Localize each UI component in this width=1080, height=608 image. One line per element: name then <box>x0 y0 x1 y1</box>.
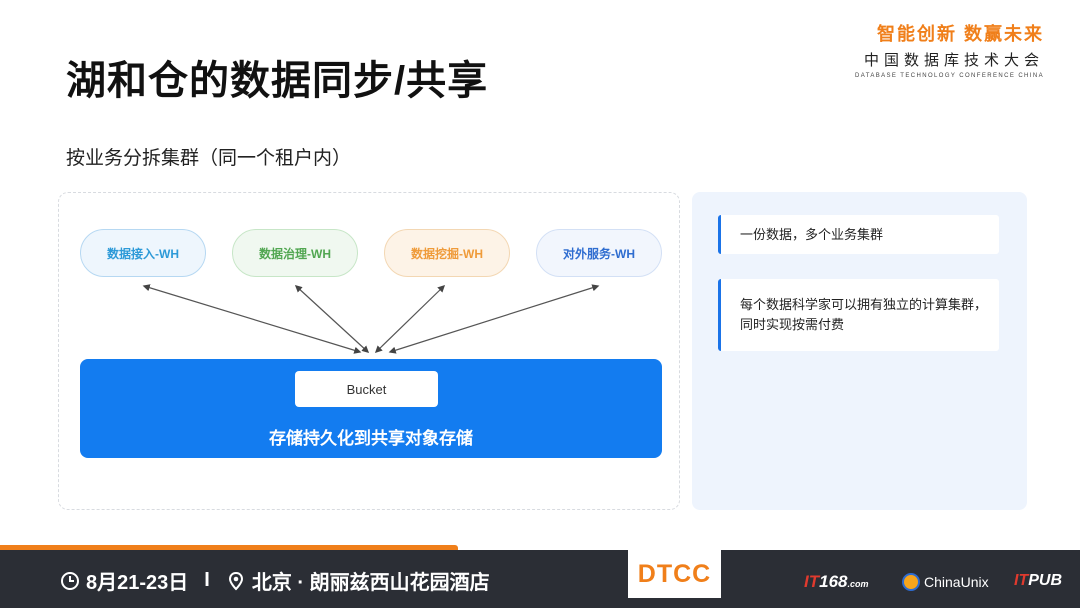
note-text: 一份数据，多个业务集群 <box>740 226 884 242</box>
warehouse-governance: 数据治理-WH <box>232 229 358 277</box>
warehouse-external-service: 对外服务-WH <box>536 229 662 277</box>
brand-english-name: DATABASE TECHNOLOGY CONFERENCE CHINA <box>855 73 1044 79</box>
location-pin-icon <box>228 571 243 590</box>
footer-bar <box>0 550 1080 608</box>
dtcc-logo: DTCC <box>628 550 721 598</box>
brand-slogan: 智能创新 数赢未来 <box>876 24 1044 44</box>
chinaunix-logo: ChinaUnix <box>902 573 989 591</box>
itpub-logo: ITPUB <box>1014 572 1062 589</box>
event-venue: 北京 · 朗丽兹西山花园酒店 <box>251 572 490 594</box>
brand-name: 中国数据库技术大会 <box>863 52 1044 69</box>
note-independent-clusters: 每个数据科学家可以拥有独立的计算集群，同时实现按需付费 <box>718 279 999 351</box>
event-info: 8月21-23日 I 北京 · 朗丽兹西山花园酒店 <box>60 566 490 595</box>
note-text: 每个数据科学家可以拥有独立的计算集群，同时实现按需付费 <box>740 297 988 332</box>
chinaunix-icon <box>902 573 920 591</box>
separator: I <box>204 569 210 591</box>
storage-label: 存储持久化到共享对象存储 <box>269 429 473 448</box>
it168-logo: IT168.com <box>804 572 869 591</box>
warehouse-mining: 数据挖掘-WH <box>384 229 510 277</box>
slide-title: 湖和仓的数据同步/共享 <box>66 59 489 103</box>
conference-brand: 智能创新 数赢未来 中国数据库技术大会 DATABASE TECHNOLOGY … <box>855 20 1044 79</box>
warehouse-ingestion: 数据接入-WH <box>80 229 206 277</box>
clock-icon <box>61 571 79 590</box>
event-date: 8月21-23日 <box>86 572 189 594</box>
slide-subtitle: 按业务分拆集群（同一个租户内） <box>66 148 352 169</box>
note-one-data-many-clusters: 一份数据，多个业务集群 <box>718 215 999 254</box>
footer-accent-line <box>0 545 458 550</box>
bucket-box: Bucket <box>295 371 438 407</box>
